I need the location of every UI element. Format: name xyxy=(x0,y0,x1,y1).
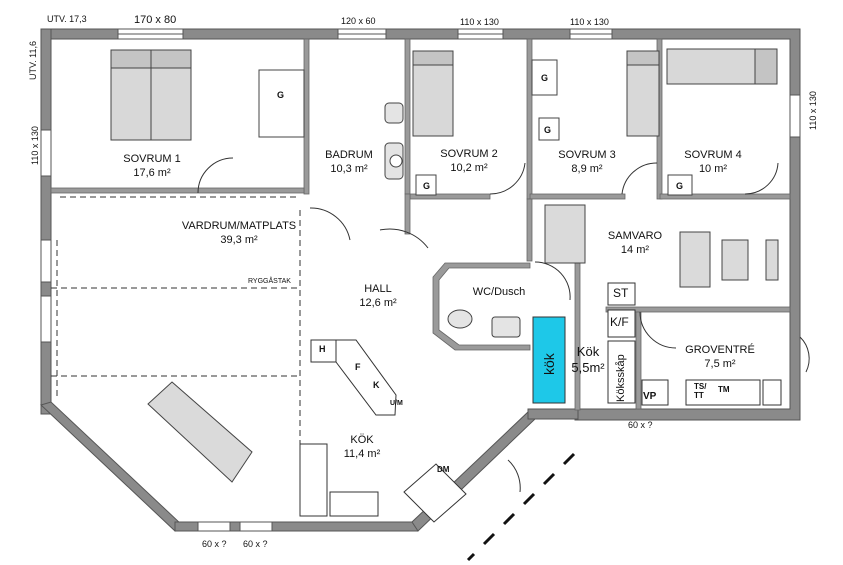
window-bottom-3-size: 60 x ? xyxy=(628,420,653,430)
room-sovrum3-area: 8,9 m² xyxy=(571,163,603,175)
window-left-size: 110 x 130 xyxy=(30,126,40,165)
dashed-lines xyxy=(51,196,301,520)
h-label: H xyxy=(319,344,326,354)
room-sovrum4-area: 10 m² xyxy=(698,163,728,175)
ts-tt-label: TS/ TT xyxy=(694,382,707,400)
room-sovrum3-name: SOVRUM 3 xyxy=(558,149,616,161)
room-wc: WC/Dusch xyxy=(473,285,526,299)
utv-width-label: UTV. 17,3 xyxy=(47,14,87,24)
um-label: U/M xyxy=(390,400,403,407)
room-badrum-area: 10,3 m² xyxy=(330,163,368,175)
window-top-1-size: 170 x 80 xyxy=(134,14,177,26)
beds xyxy=(110,48,778,141)
room-hall-area: 12,6 m² xyxy=(359,297,397,309)
room-vardrum: VARDRUM/MATPLATS 39,3 m² xyxy=(182,219,296,247)
wardrobe-label-3: G xyxy=(544,125,552,135)
appliances xyxy=(299,282,782,523)
room-groventre-area: 7,5 m² xyxy=(704,358,736,370)
interior-walls xyxy=(50,38,791,411)
wardrobe-label-2: G xyxy=(541,73,549,83)
room-vardrum-name: VARDRUM/MATPLATS xyxy=(181,220,297,232)
room-hall-name: HALL xyxy=(364,283,392,295)
room-kok-name: KÖK xyxy=(350,434,374,446)
room-sovrum2-name: SOVRUM 2 xyxy=(440,148,498,160)
room-kok-area: 11,4 m² xyxy=(343,448,381,460)
room-kok: KÖK 11,4 m² xyxy=(344,433,380,461)
room-vardrum-area: 39,3 m² xyxy=(220,234,258,246)
dm-label: DM xyxy=(437,465,450,474)
st-label: ST xyxy=(613,286,629,300)
window-top-3-size: 110 x 130 xyxy=(460,17,499,27)
room-sovrum1-area: 17,6 m² xyxy=(133,167,171,179)
room-sovrum2: SOVRUM 2 10,2 m² xyxy=(440,147,497,175)
dining-table xyxy=(147,204,779,483)
wardrobes xyxy=(258,59,693,196)
f-label: F xyxy=(355,362,361,372)
tm-label: TM xyxy=(718,385,730,394)
room-kok-small-name: Kök xyxy=(576,344,600,359)
room-sovrum2-area: 10,2 m² xyxy=(450,162,488,174)
room-groventre-name: GROVENTRÉ xyxy=(685,344,755,356)
wardrobe-label-1: G xyxy=(277,90,285,100)
room-sovrum3: SOVRUM 3 8,9 m² xyxy=(558,148,615,176)
room-badrum: BADRUM 10,3 m² xyxy=(325,148,373,176)
room-hall: HALL 12,6 m² xyxy=(359,282,396,310)
room-badrum-name: BADRUM xyxy=(325,149,373,161)
entrance-dashes xyxy=(466,452,576,562)
kok-vertical-label: kök xyxy=(541,353,557,375)
room-sovrum1: SOVRUM 1 17,6 m² xyxy=(123,152,180,180)
room-groventre: GROVENTRÉ 7,5 m² xyxy=(685,343,755,371)
utv-depth-label: UTV. 11,6 xyxy=(28,40,38,80)
door-swings xyxy=(197,157,810,493)
room-wc-name: WC/Dusch xyxy=(472,286,526,298)
kf-label: K/F xyxy=(610,315,629,329)
room-samvaro-area: 14 m² xyxy=(620,244,650,256)
room-sovrum4: SOVRUM 4 10 m² xyxy=(684,148,741,176)
kok-highlight xyxy=(532,316,566,404)
ryggastak-label: RYGGÅSTAK xyxy=(248,278,291,285)
room-samvaro: SAMVARO 14 m² xyxy=(608,229,662,257)
window-top-4-size: 110 x 130 xyxy=(570,17,609,27)
window-top-2-size: 120 x 60 xyxy=(341,16,376,26)
room-samvaro-name: SAMVARO xyxy=(607,230,663,242)
room-sovrum1-name: SOVRUM 1 xyxy=(123,153,181,165)
window-right-size: 110 x 130 xyxy=(808,91,818,130)
window-bottom-2-size: 60 x ? xyxy=(243,539,268,549)
koksskap-label: Köksskåp xyxy=(615,354,627,402)
wardrobe-label-4: G xyxy=(423,181,431,191)
room-sovrum4-name: SOVRUM 4 xyxy=(684,149,742,161)
wardrobe-label-5: G xyxy=(676,181,684,191)
windows xyxy=(40,28,801,532)
bathroom-fixtures xyxy=(384,102,521,338)
room-kok-small-area: 5,5m² xyxy=(571,360,605,375)
k-label: K xyxy=(373,380,380,390)
window-bottom-1-size: 60 x ? xyxy=(202,539,227,549)
vp-label: VP xyxy=(643,391,657,402)
